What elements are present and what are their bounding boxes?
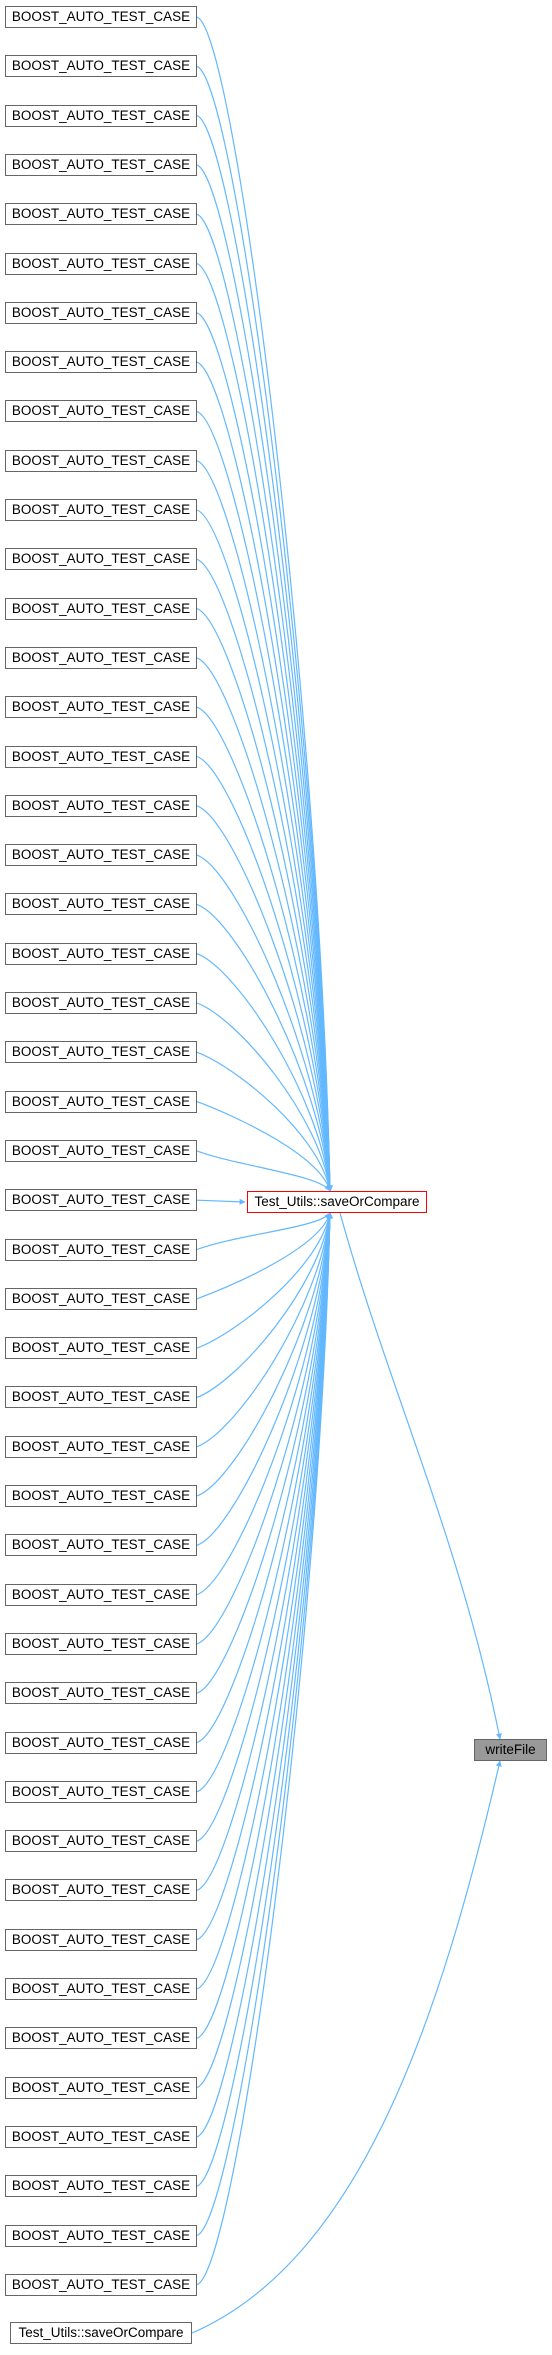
call-edge — [196, 1212, 333, 1793]
call-edge — [196, 1212, 333, 1842]
caller-node[interactable]: BOOST_AUTO_TEST_CASE — [5, 153, 197, 176]
caller-node[interactable]: BOOST_AUTO_TEST_CASE — [5, 1830, 197, 1853]
call-edge — [196, 657, 333, 1192]
caller-node[interactable]: BOOST_AUTO_TEST_CASE — [5, 1090, 197, 1113]
caller-node[interactable]: BOOST_AUTO_TEST_CASE — [5, 252, 197, 275]
call-edge — [196, 410, 333, 1192]
call-edge — [196, 1002, 333, 1192]
caller-node[interactable]: BOOST_AUTO_TEST_CASE — [5, 55, 197, 78]
call-edge — [196, 509, 333, 1192]
caller-node[interactable]: BOOST_AUTO_TEST_CASE — [5, 942, 197, 965]
caller-node[interactable]: BOOST_AUTO_TEST_CASE — [5, 1879, 197, 1902]
call-edge — [196, 1212, 333, 1694]
caller-node[interactable]: BOOST_AUTO_TEST_CASE — [5, 1583, 197, 1606]
call-edge — [196, 1212, 333, 2039]
caller-node[interactable]: BOOST_AUTO_TEST_CASE — [5, 449, 197, 472]
call-edge — [196, 1212, 333, 1990]
direct-caller-to-writefile-edge — [191, 1760, 502, 2334]
hub-node[interactable]: Test_Utils::saveOrCompare — [247, 1191, 427, 1213]
call-edge — [196, 460, 333, 1192]
caller-node[interactable]: BOOST_AUTO_TEST_CASE — [5, 1287, 197, 1310]
caller-node[interactable]: BOOST_AUTO_TEST_CASE — [5, 301, 197, 324]
caller-node[interactable]: BOOST_AUTO_TEST_CASE — [5, 597, 197, 620]
call-edge — [196, 1212, 333, 1941]
call-edge — [196, 361, 333, 1192]
caller-node[interactable]: BOOST_AUTO_TEST_CASE — [5, 1978, 197, 2000]
caller-node[interactable]: BOOST_AUTO_TEST_CASE — [5, 646, 197, 669]
caller-node[interactable]: BOOST_AUTO_TEST_CASE — [5, 1435, 197, 1458]
call-edge — [196, 1212, 333, 2089]
caller-node[interactable]: BOOST_AUTO_TEST_CASE — [5, 893, 197, 916]
call-edge — [196, 558, 333, 1192]
call-edge — [196, 1198, 246, 1205]
call-edge — [196, 1212, 333, 2286]
call-edge — [196, 1212, 333, 2237]
call-edge — [196, 805, 333, 1192]
call-edge — [196, 1212, 333, 2187]
hub-to-writefile-edge — [339, 1212, 502, 1740]
caller-node[interactable]: BOOST_AUTO_TEST_CASE — [5, 400, 197, 423]
caller-node[interactable]: BOOST_AUTO_TEST_CASE — [5, 351, 197, 374]
caller-node[interactable]: BOOST_AUTO_TEST_CASE — [5, 2076, 197, 2099]
call-edge — [196, 1212, 333, 1398]
caller-node[interactable]: BOOST_AUTO_TEST_CASE — [5, 1485, 197, 1507]
caller-node[interactable]: BOOST_AUTO_TEST_CASE — [5, 992, 197, 1014]
caller-node[interactable]: BOOST_AUTO_TEST_CASE — [5, 104, 197, 127]
caller-node[interactable]: BOOST_AUTO_TEST_CASE — [5, 1337, 197, 1360]
call-edge — [196, 1051, 332, 1192]
caller-node[interactable]: BOOST_AUTO_TEST_CASE — [5, 1928, 197, 1951]
call-edge — [196, 1212, 332, 1300]
caller-node[interactable]: BOOST_AUTO_TEST_CASE — [5, 1238, 197, 1261]
caller-node[interactable]: BOOST_AUTO_TEST_CASE — [5, 6, 197, 28]
call-edge — [196, 1212, 333, 1546]
call-edge — [196, 854, 333, 1192]
call-edge — [196, 903, 333, 1192]
caller-node[interactable]: BOOST_AUTO_TEST_CASE — [5, 1632, 197, 1655]
caller-node[interactable]: BOOST_AUTO_TEST_CASE — [5, 1139, 197, 1162]
caller-node[interactable]: BOOST_AUTO_TEST_CASE — [5, 2027, 197, 2050]
graph-edges — [191, 16, 502, 2334]
caller-node[interactable]: BOOST_AUTO_TEST_CASE — [5, 2175, 197, 2198]
caller-node[interactable]: BOOST_AUTO_TEST_CASE — [5, 548, 197, 571]
call-edge — [196, 755, 333, 1192]
caller-node[interactable]: BOOST_AUTO_TEST_CASE — [5, 1780, 197, 1803]
caller-node[interactable]: BOOST_AUTO_TEST_CASE — [5, 1534, 197, 1557]
caller-node[interactable]: BOOST_AUTO_TEST_CASE — [5, 1041, 197, 1064]
call-edge — [196, 608, 333, 1192]
caller-node[interactable]: BOOST_AUTO_TEST_CASE — [5, 696, 197, 719]
target-node-writefile[interactable]: writeFile — [474, 1739, 547, 1761]
caller-node[interactable]: BOOST_AUTO_TEST_CASE — [5, 1189, 197, 1212]
call-edge — [196, 1212, 333, 1645]
call-edge — [196, 1212, 331, 1251]
call-edge — [196, 262, 333, 1192]
caller-node[interactable]: BOOST_AUTO_TEST_CASE — [5, 203, 197, 226]
caller-node[interactable]: BOOST_AUTO_TEST_CASE — [5, 2224, 197, 2247]
caller-node[interactable]: BOOST_AUTO_TEST_CASE — [5, 1386, 197, 1409]
caller-node[interactable]: BOOST_AUTO_TEST_CASE — [5, 794, 197, 817]
call-edge — [196, 1101, 332, 1192]
call-edge — [196, 1212, 332, 1349]
call-edge — [196, 953, 333, 1192]
caller-node[interactable]: BOOST_AUTO_TEST_CASE — [5, 745, 197, 768]
call-edge — [196, 1212, 333, 2138]
call-edge — [196, 706, 333, 1192]
caller-node[interactable]: BOOST_AUTO_TEST_CASE — [5, 499, 197, 521]
call-edge — [196, 1212, 333, 1596]
call-edge — [196, 1212, 333, 1891]
call-edge — [196, 1212, 333, 1744]
caller-node[interactable]: BOOST_AUTO_TEST_CASE — [5, 2125, 197, 2148]
caller-node[interactable]: BOOST_AUTO_TEST_CASE — [5, 844, 197, 867]
call-edge — [196, 1212, 333, 1497]
call-edge — [196, 164, 333, 1192]
direct-caller-node[interactable]: Test_Utils::saveOrCompare — [10, 2322, 192, 2344]
caller-node[interactable]: BOOST_AUTO_TEST_CASE — [5, 1682, 197, 1705]
call-edge — [196, 1212, 333, 1448]
caller-node[interactable]: BOOST_AUTO_TEST_CASE — [5, 1731, 197, 1754]
call-edge — [196, 312, 333, 1192]
call-edge — [196, 1150, 331, 1192]
caller-node[interactable]: BOOST_AUTO_TEST_CASE — [5, 2273, 197, 2296]
